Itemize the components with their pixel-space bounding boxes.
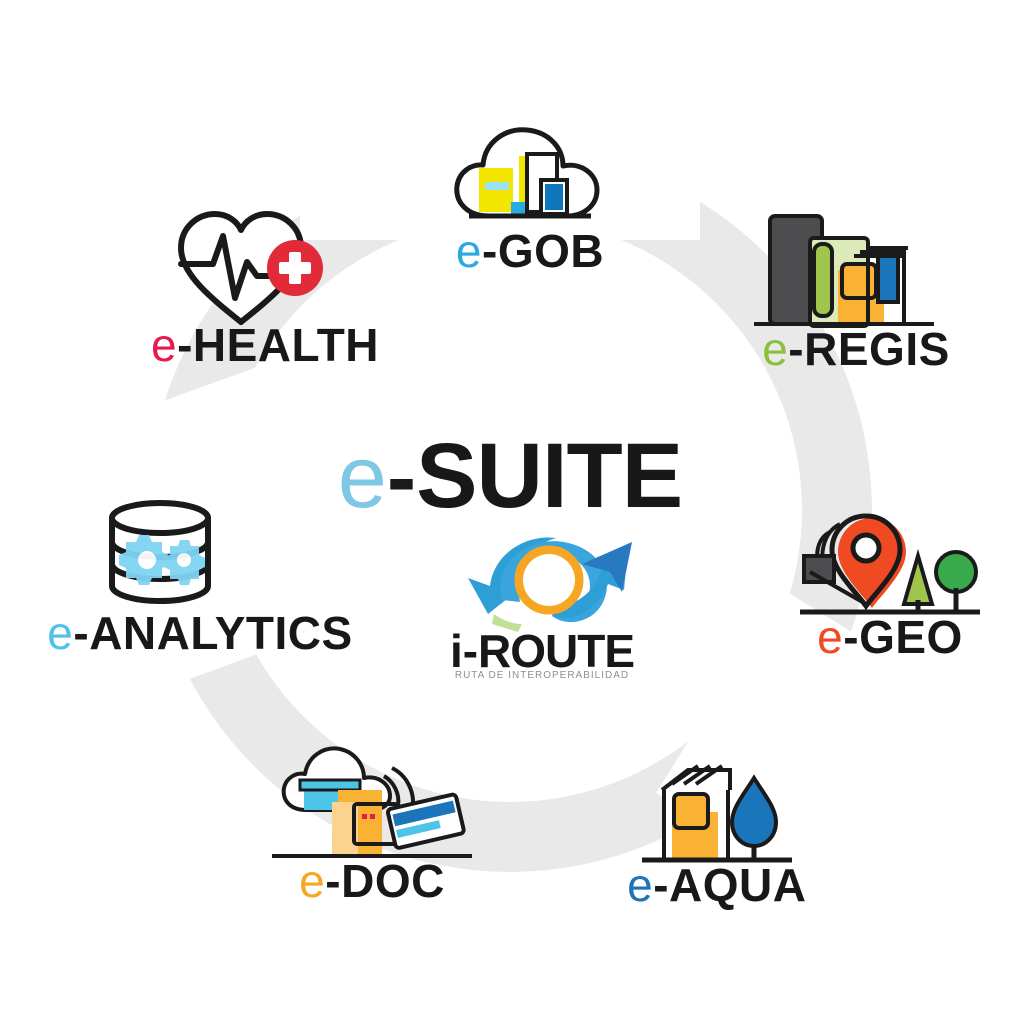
interoperability-swirl-arrows-icon <box>468 537 632 632</box>
analytics-word: ANALYTICS <box>89 607 353 659</box>
water-tower-droplet-icon <box>641 764 792 863</box>
gob-e-glyph: e <box>455 225 482 277</box>
cloud-documents-icon <box>272 746 472 858</box>
doc-e-glyph: e <box>299 855 326 907</box>
esuite-dash: - <box>386 427 417 526</box>
hub-word: ROUTE <box>478 625 635 677</box>
registry-buildings-icon <box>754 214 934 328</box>
health-e-glyph: e <box>150 319 178 371</box>
module-geo-label: e-GEO <box>817 610 963 664</box>
geo-dash: - <box>843 611 860 663</box>
analytics-e-glyph: e <box>47 607 74 659</box>
regis-word: REGIS <box>804 323 950 375</box>
hub-label: i-ROUTE <box>432 624 652 678</box>
heart-pulse-cross-icon <box>178 211 323 325</box>
doc-dash: - <box>325 855 342 907</box>
esuite-e-glyph: e <box>337 427 387 526</box>
database-gears-icon <box>108 500 211 605</box>
gob-word: GOB <box>497 225 605 277</box>
analytics-dash: - <box>73 607 90 659</box>
geo-word: GEO <box>859 611 963 663</box>
cloud-city-icon <box>454 127 600 219</box>
aqua-dash: - <box>653 859 670 911</box>
map-pin-trees-icon <box>800 513 980 615</box>
hub-subtitle: RUTA DE INTEROPERABILIDAD <box>454 670 630 681</box>
geo-e-glyph: e <box>817 611 844 663</box>
hub-iroute[interactable]: i-ROUTE RUTA DE INTEROPERABILIDAD <box>432 528 652 681</box>
health-word: HEALTH <box>192 319 380 371</box>
gob-dash: - <box>481 225 498 277</box>
health-dash: - <box>177 319 193 371</box>
module-gob-label: e-GOB <box>456 224 604 278</box>
module-doc-label: e-DOC <box>299 854 445 908</box>
module-analytics-label: e-ANALYTICS <box>47 606 352 660</box>
module-aqua-label: e-AQUA <box>627 858 806 912</box>
aqua-e-glyph: e <box>627 859 654 911</box>
hub-prefix: i <box>449 625 463 677</box>
aqua-word: AQUA <box>669 859 807 911</box>
doc-word: DOC <box>341 855 445 907</box>
regis-e-glyph: e <box>762 323 789 375</box>
hub-dash: - <box>462 625 479 677</box>
module-regis-label: e-REGIS <box>762 322 950 376</box>
module-health-label: e-HEALTH <box>151 318 379 372</box>
page-title: e-SUITE <box>0 424 1020 529</box>
esuite-word: SUITE <box>416 425 683 527</box>
regis-dash: - <box>788 323 805 375</box>
